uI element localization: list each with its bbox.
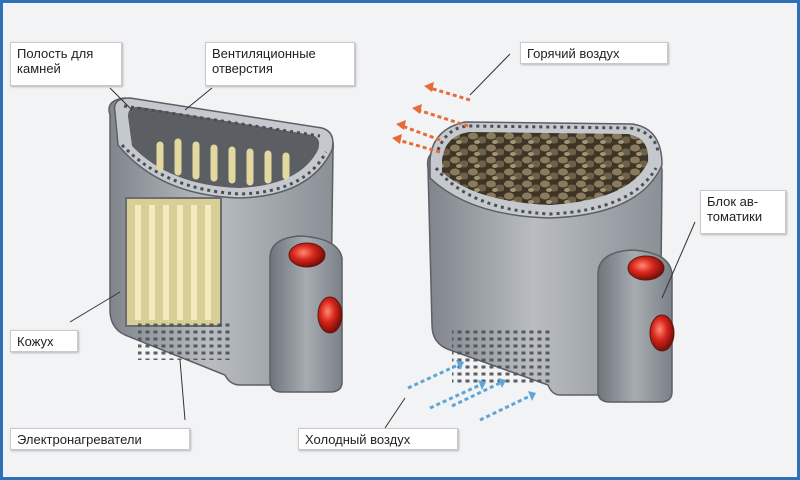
left-heater [108, 97, 343, 393]
label-casing: Кожух [10, 330, 78, 352]
label-stone-cavity: Полость для камней [10, 42, 122, 86]
window-heater-tubes [135, 205, 211, 320]
label-hot-air: Горячий воздух [520, 42, 668, 64]
label-heaters: Электронагреватели [10, 428, 190, 450]
right-heater [426, 121, 675, 403]
leader-lines [69, 53, 696, 429]
label-cold-air: Холодный воздух [298, 428, 458, 450]
label-control-unit: Блок ав- томатики [700, 190, 786, 234]
hot-air-arrows [392, 82, 471, 154]
cold-air-arrows [407, 360, 536, 422]
label-vent-holes: Вентиляционные отверстия [205, 42, 355, 86]
cavity-heater-tubes [156, 138, 290, 186]
